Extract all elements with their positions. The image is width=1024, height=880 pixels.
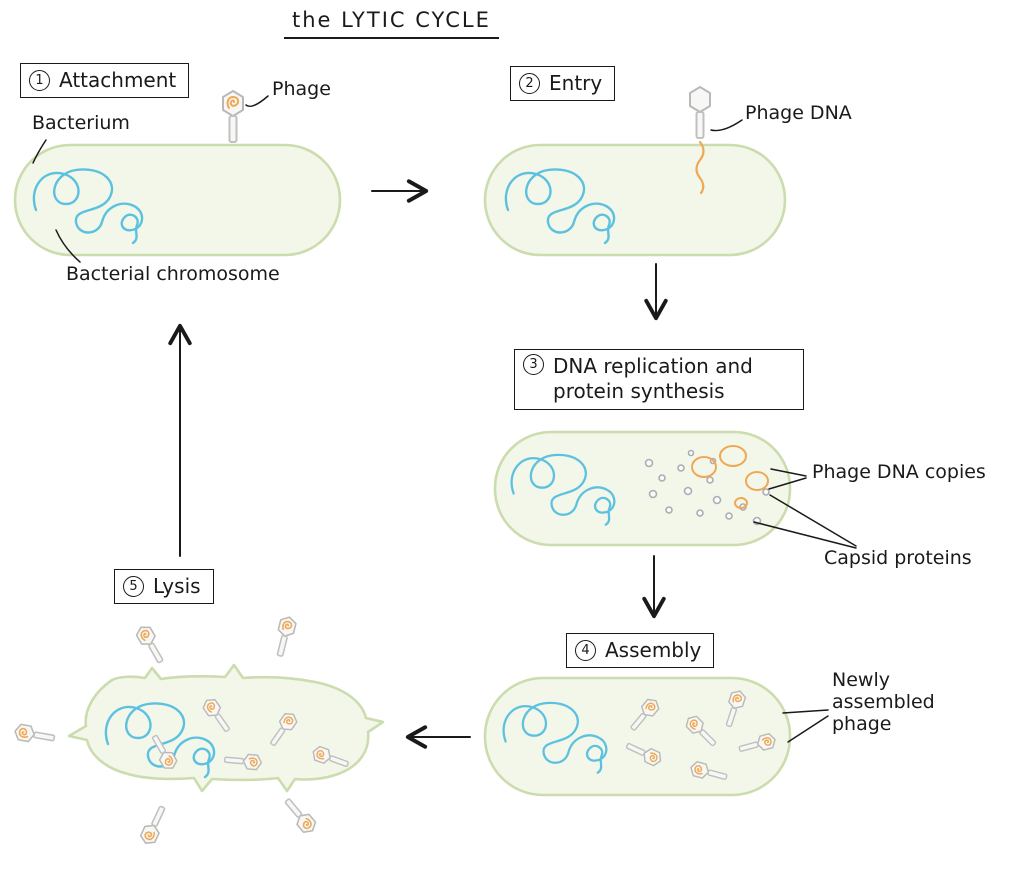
diagram-title: the LYTIC CYCLE	[284, 8, 499, 39]
stage-4-name: Assembly	[605, 638, 702, 662]
phage-dna-label: Phage DNA	[745, 102, 852, 124]
capsid-pointer-line	[753, 521, 857, 549]
capsid-pointer-line	[769, 494, 857, 547]
assembled-phage-pointer-line	[787, 715, 829, 743]
stage-2-label-box: 2 Entry	[510, 66, 616, 101]
dna-copies-pointer-line	[768, 477, 807, 490]
stage-1-name: Attachment	[59, 68, 177, 92]
bacterium-stage2	[483, 143, 787, 257]
phage-icon	[137, 803, 171, 848]
bacterium-stage5-lysing	[67, 663, 385, 793]
stage-3-number: 3	[523, 354, 544, 375]
phage-icon	[271, 614, 298, 659]
newly-assembled-phage-label: Newly assembled phage	[832, 669, 935, 735]
phage-dna-copies-drawing	[691, 445, 769, 509]
stage-2-number: 2	[519, 72, 540, 94]
bacterium-stage1	[13, 143, 342, 257]
stage-1-label-box: 1 Attachment	[20, 63, 190, 98]
bacterial-chromosome-label: Bacterial chromosome	[66, 263, 280, 285]
phage-dna-copies-label: Phage DNA copies	[812, 461, 986, 483]
capsid-proteins-label: Capsid proteins	[824, 547, 972, 569]
stage-4-number: 4	[575, 639, 596, 661]
stage-2-name: Entry	[549, 71, 603, 95]
phage-pointer-line	[245, 95, 269, 108]
phage-dna-strand	[695, 140, 705, 195]
bacterium-label: Bacterium	[32, 112, 130, 134]
phage-icon	[133, 622, 169, 667]
phage-icon	[689, 86, 711, 139]
bacterium-pointer-line	[32, 139, 47, 164]
phage-label: Phage	[272, 78, 331, 100]
stage-5-number: 5	[123, 575, 144, 597]
chromosome-pointer-line	[55, 229, 81, 263]
phage-dna-pointer-line	[710, 119, 743, 132]
phage-icon	[12, 722, 57, 747]
stage-5-label-box: 5 Lysis	[114, 569, 214, 604]
stage-4-label-box: 4 Assembly	[566, 633, 715, 668]
phage-icon	[222, 90, 244, 143]
capsid-protein-dots	[644, 449, 770, 526]
stage-1-number: 1	[29, 69, 50, 91]
phage-icon	[280, 794, 320, 837]
bacterium-stage3	[493, 430, 792, 547]
stage-5-name: Lysis	[153, 574, 201, 598]
assembled-phage-pointer-line	[782, 709, 829, 714]
stage-3-name: DNA replication and protein synthesis	[553, 354, 753, 403]
bacterium-stage4	[483, 676, 792, 797]
stage-3-label-box: 3 DNA replication and protein synthesis	[514, 349, 804, 410]
dna-copies-pointer-line	[770, 468, 807, 477]
